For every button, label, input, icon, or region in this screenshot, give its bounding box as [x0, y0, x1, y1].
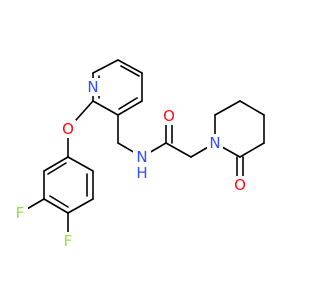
fluorine-2: F — [64, 232, 73, 250]
bond-py-c3-c2 — [92, 100, 119, 116]
bond-ar-c6-c1 — [67, 156, 94, 172]
fluorine-1-label: F — [12, 204, 28, 222]
bond-py-c4-c3-inner — [118, 97, 138, 110]
bond-py-c6-c5 — [117, 59, 143, 74]
atom-labels: N O N H O N O F F — [12, 78, 248, 250]
bond-pip-c6-c5 — [214, 100, 241, 116]
pyridine-nitrogen: N — [87, 78, 98, 96]
piperidinone-nitrogen-label: N — [207, 134, 223, 152]
bond-ar-c3-c4 — [43, 198, 69, 214]
molecule-diagram: N O N H O N O F F — [12, 59, 265, 250]
fluorine-1: F — [16, 204, 25, 222]
amide-nitrogen: N — [136, 148, 147, 166]
bond-ar-c4-c5 — [67, 198, 94, 214]
amide-nh-label: N H — [133, 148, 151, 182]
amide-oxygen: O — [163, 107, 175, 125]
lactam-oxygen: O — [234, 176, 246, 194]
piperidinone-nitrogen: N — [209, 134, 220, 152]
lactam-oxygen-label: O — [232, 176, 248, 194]
ether-oxygen: O — [62, 120, 74, 138]
bond-py-c6-c5-inner — [120, 65, 140, 77]
bond-carbonyl-ch2 — [165, 142, 192, 158]
bond-pip-c5-c4 — [239, 100, 265, 116]
pyridine-nitrogen-label: N — [85, 78, 101, 96]
fluorine-2-label: F — [60, 232, 76, 250]
bond-py-c4-c3 — [117, 100, 143, 116]
bond-ar-c1-c2 — [43, 156, 69, 172]
bond-pip-c3-c2 — [239, 142, 265, 158]
amide-hydrogen: H — [136, 164, 147, 182]
amide-oxygen-label: O — [161, 107, 177, 125]
ether-oxygen-label: O — [60, 120, 76, 138]
bond-ar-c1-c2-inner — [47, 162, 67, 175]
bond-ar-c3-c4-inner — [49, 195, 69, 208]
bond-py-n1-c6 — [92, 59, 119, 74]
